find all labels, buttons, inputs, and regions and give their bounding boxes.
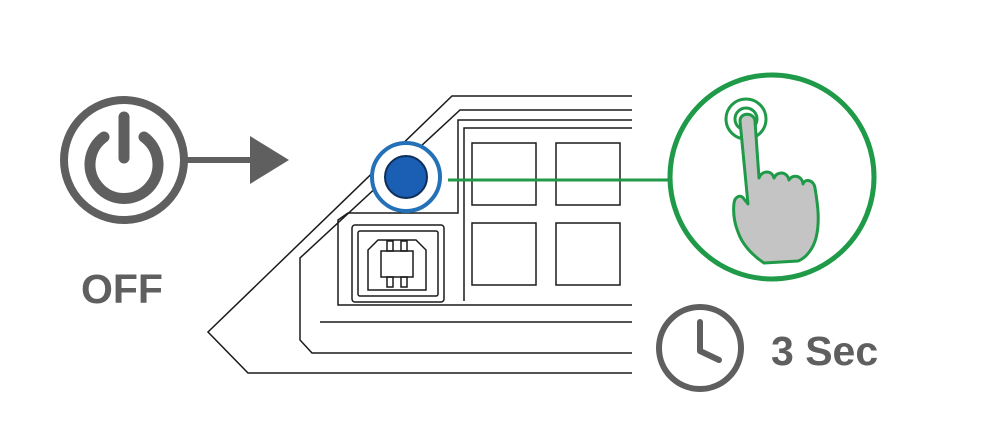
power-state-label: OFF [81, 266, 163, 312]
device-outer-edge [206, 95, 632, 374]
timer-group: 3 Sec [656, 304, 878, 392]
key-bottom-right[interactable] [555, 222, 621, 286]
finger-press-icon [732, 112, 820, 265]
key-grid [471, 142, 621, 286]
finger-press-callout [667, 72, 877, 282]
power-icon [60, 96, 188, 224]
usb-b-port-icon [351, 224, 445, 303]
device-panel-inner-edge [463, 127, 632, 301]
device-outline [206, 95, 632, 374]
key-bottom-left[interactable] [471, 222, 537, 286]
blue-power-button[interactable] [384, 155, 428, 199]
power-off-group: OFF [60, 96, 289, 312]
key-top-left[interactable] [471, 142, 537, 206]
arrow-right-icon [184, 136, 289, 184]
clock-icon [656, 304, 744, 392]
device-panel-edge [337, 119, 632, 306]
key-top-right[interactable] [555, 142, 621, 206]
timer-duration-label: 3 Sec [771, 328, 878, 374]
power-button-highlight [370, 141, 668, 213]
device-inner-edge [299, 109, 632, 354]
